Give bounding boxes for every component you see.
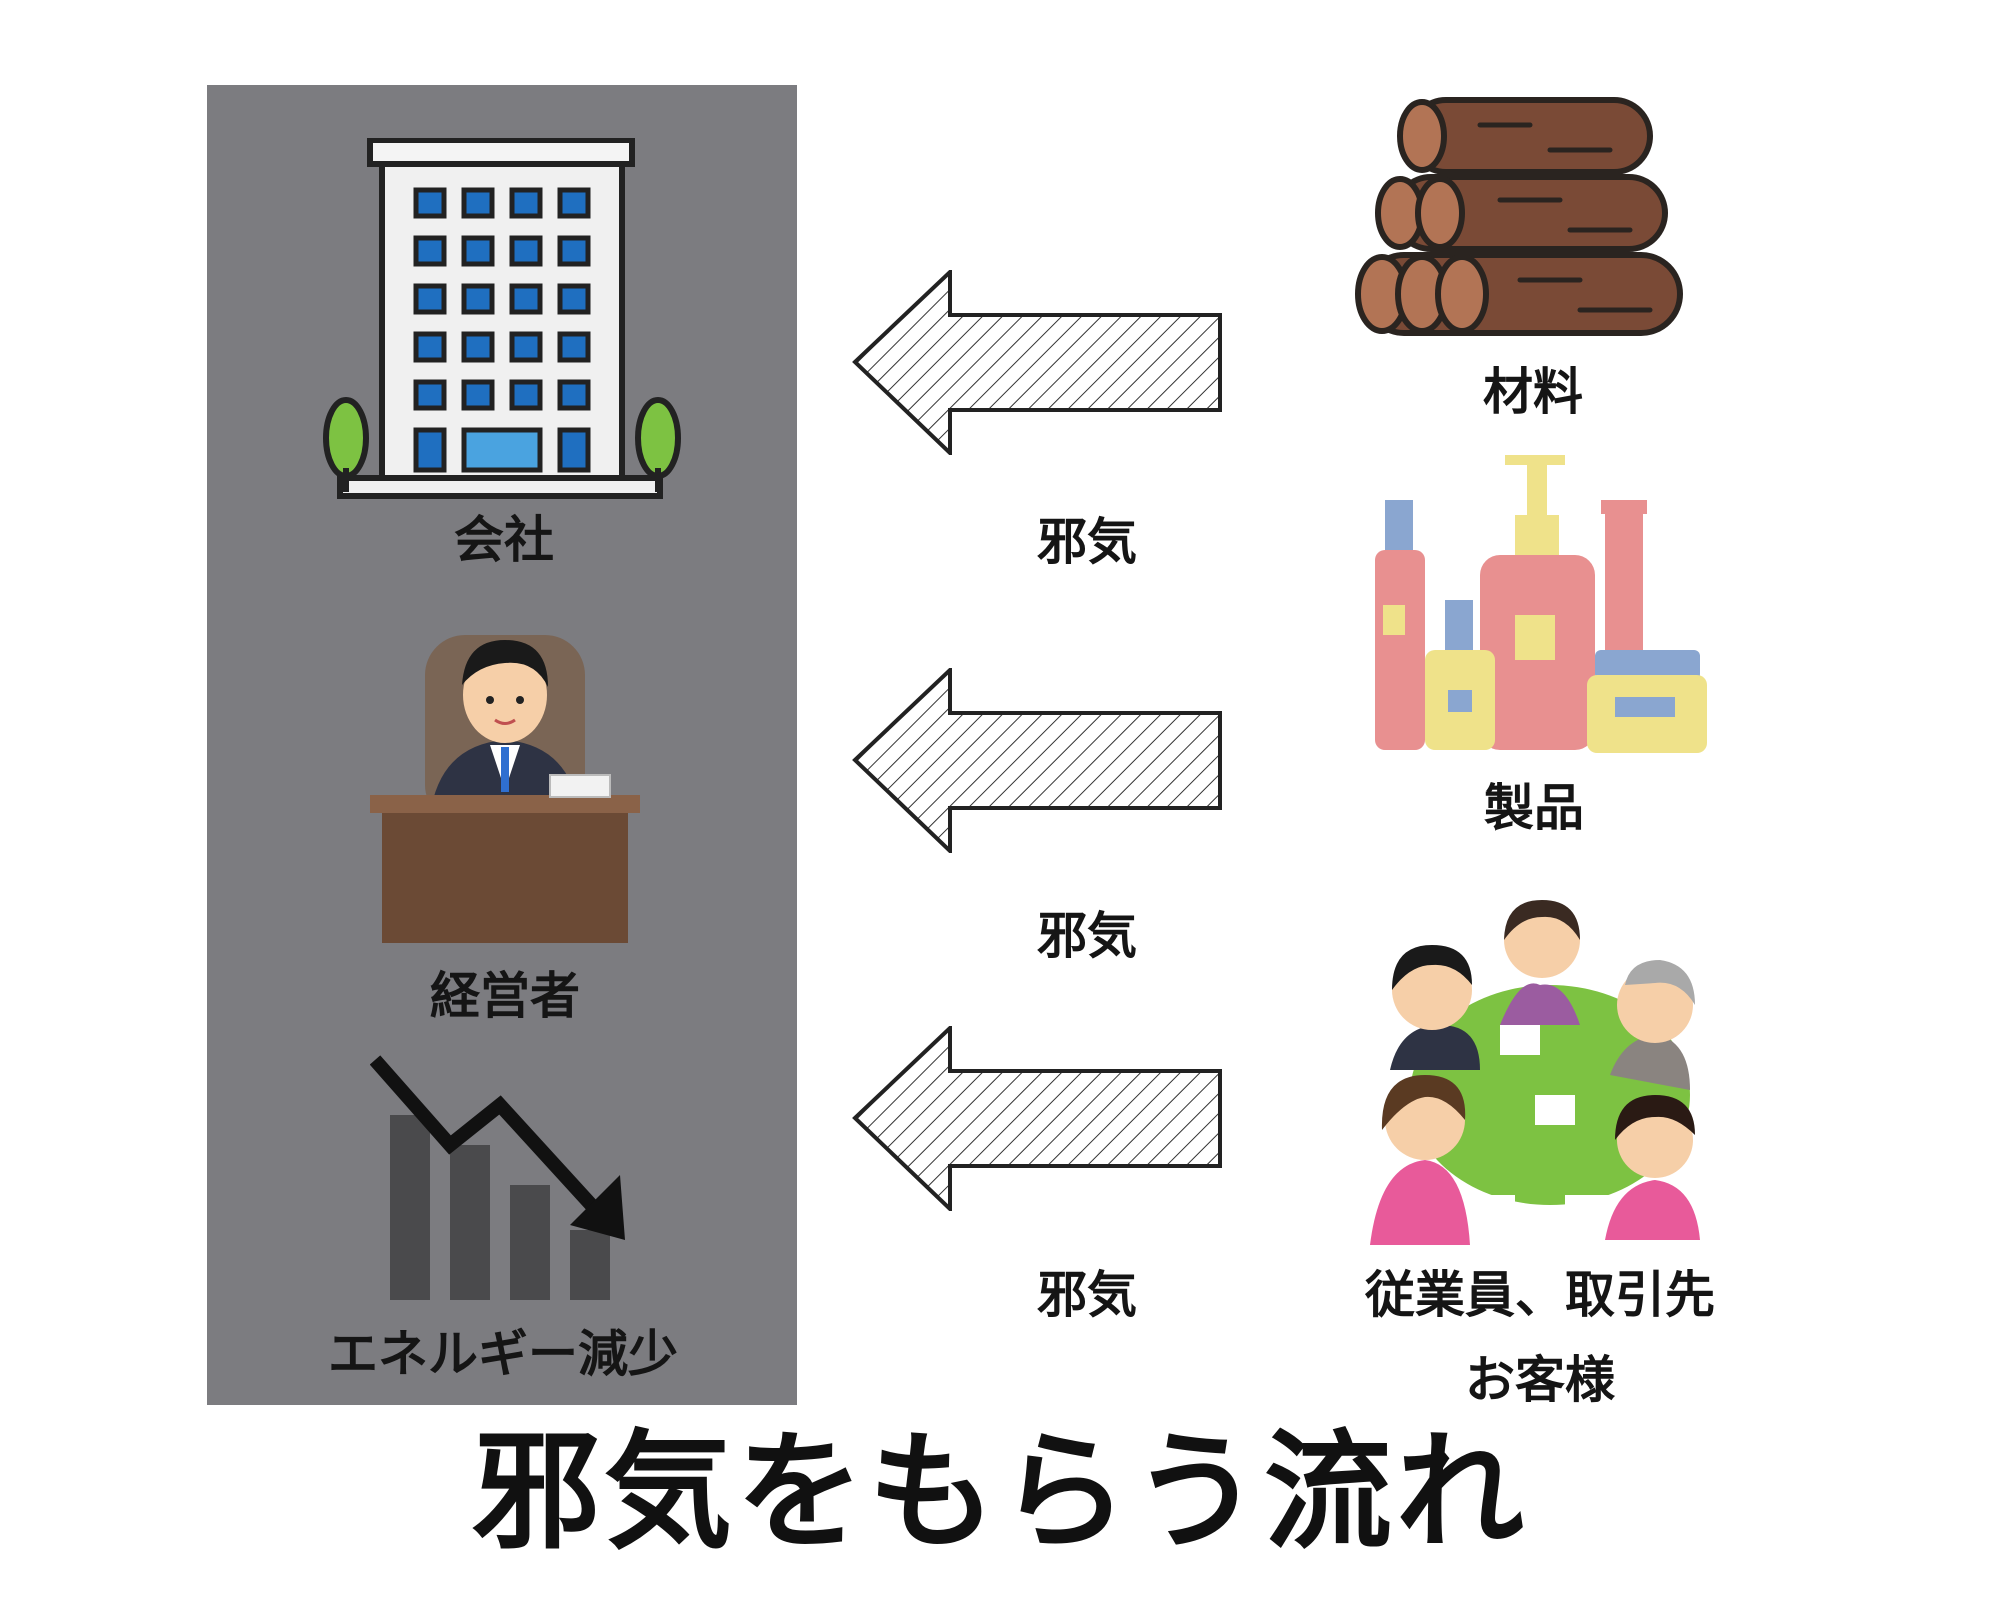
- executive-label: 経営者: [430, 967, 580, 1025]
- products-label: 製品: [1484, 779, 1584, 837]
- hatched-left-arrow-icon: [852, 270, 1222, 455]
- page-title: 邪気をもらう流れ: [471, 1418, 1529, 1567]
- stacked-logs-icon: [1355, 97, 1683, 336]
- evil-energy-label: 邪気: [1037, 1266, 1137, 1324]
- customers-label: お客様: [1465, 1351, 1615, 1409]
- declining-chart-icon: [370, 1055, 625, 1300]
- materials-label: 材料: [1483, 363, 1583, 421]
- stakeholders-label: 従業員、取引先: [1365, 1266, 1715, 1324]
- hatched-left-arrow-icon: [852, 668, 1222, 853]
- office-building-icon: [323, 138, 681, 499]
- hatched-left-arrow-icon: [852, 1026, 1222, 1211]
- company-label: 会社: [454, 511, 554, 569]
- cosmetic-products-icon: [1375, 455, 1707, 753]
- meeting-people-icon: [1370, 900, 1700, 1245]
- evil-energy-label: 邪気: [1037, 907, 1137, 965]
- executive-at-desk-icon: [370, 635, 640, 943]
- evil-energy-label: 邪気: [1037, 513, 1137, 571]
- energy-decrease-label: エネルギー減少: [328, 1325, 678, 1383]
